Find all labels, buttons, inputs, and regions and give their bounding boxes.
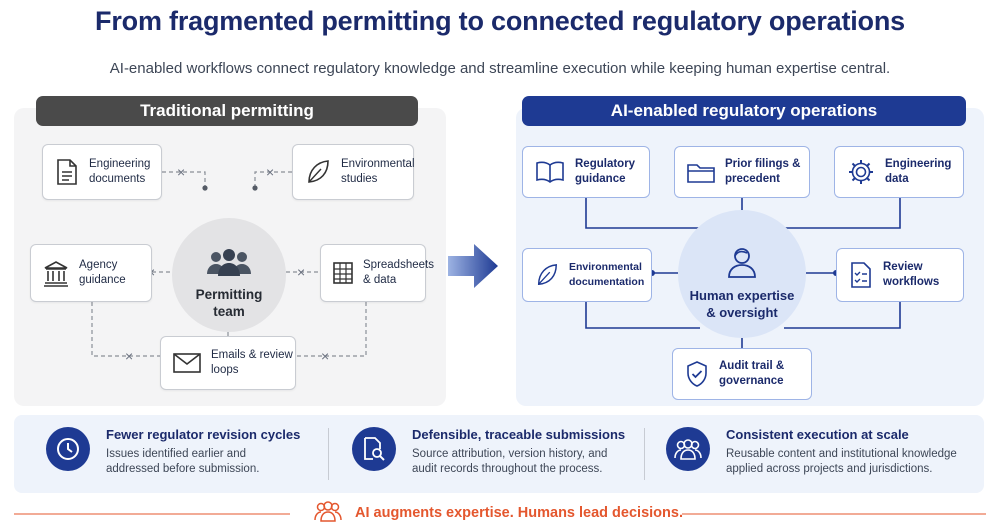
document-icon xyxy=(55,158,79,186)
review-workflows-card: Review workflows xyxy=(836,248,964,302)
people-icon xyxy=(312,500,344,529)
benefit-title: Defensible, traceable submissions xyxy=(412,427,626,442)
benefit-body: Issues identified earlier and addressed … xyxy=(106,448,260,475)
benefit-body: Source attribution, version history, and… xyxy=(412,448,608,475)
benefit-item: Defensible, traceable submissions Source… xyxy=(352,427,642,477)
spreadsheets-card: Spreadsheets & data xyxy=(320,244,434,302)
regulatory-guidance-card: Regulatory guidance xyxy=(522,146,650,198)
broken-link-marker: × xyxy=(321,348,330,364)
permitting-team-hub: Permitting team xyxy=(172,218,286,332)
hub-label: Human expertise & oversight xyxy=(689,287,795,320)
prior-filings-card: Prior filings & precedent xyxy=(674,146,810,198)
benefits-bar xyxy=(14,415,984,493)
leaf-icon xyxy=(535,262,559,288)
agency-guidance-card: Agency guidance xyxy=(30,244,152,302)
human-expertise-hub: Human expertise & oversight xyxy=(678,210,806,338)
environmental-documentation-card: Environmental documentation xyxy=(522,248,652,302)
person-icon xyxy=(725,228,759,283)
audit-trail-card: Audit trail & governance xyxy=(672,348,812,400)
card-label: Prior filings & precedent xyxy=(725,158,801,185)
email-icon xyxy=(173,353,201,373)
engineering-data-card: Engineering data xyxy=(834,146,964,198)
card-label: Review workflows xyxy=(883,261,940,288)
broken-link-marker: × xyxy=(266,164,275,180)
leaf-icon xyxy=(305,158,331,186)
ai-header: AI-enabled regulatory operations xyxy=(522,96,966,126)
folder-icon xyxy=(687,161,715,183)
benefit-title: Fewer regulator revision cycles xyxy=(106,427,301,442)
transition-arrow-icon xyxy=(448,244,498,288)
card-label: Environmental studies xyxy=(341,158,415,185)
environmental-studies-card: Environmental studies xyxy=(292,144,415,200)
engineering-documents-card: Engineering documents xyxy=(42,144,162,200)
spreadsheet-icon xyxy=(333,262,353,284)
benefit-item: Consistent execution at scale Reusable c… xyxy=(666,427,976,477)
divider xyxy=(644,428,645,480)
card-label: Regulatory guidance xyxy=(575,158,636,185)
card-label: Engineering documents xyxy=(89,158,151,185)
tagline: AI augments expertise. Humans lead decis… xyxy=(355,505,683,521)
checklist-icon xyxy=(849,261,873,289)
team-icon xyxy=(204,231,254,282)
card-label: Agency guidance xyxy=(79,259,126,286)
hub-label: Permitting team xyxy=(195,286,263,319)
card-label: Environmental documentation xyxy=(569,261,645,288)
broken-link-marker: × xyxy=(177,164,186,180)
card-label: Audit trail & governance xyxy=(719,360,785,387)
benefit-body: Reusable content and institutional knowl… xyxy=(726,448,957,475)
page-title: From fragmented permitting to connected … xyxy=(95,6,905,36)
page-subtitle: AI-enabled workflows connect regulatory … xyxy=(109,60,891,77)
traditional-header: Traditional permitting xyxy=(36,96,418,126)
gear-icon xyxy=(847,158,875,186)
broken-link-marker: × xyxy=(297,264,306,280)
broken-link-marker: × xyxy=(125,348,134,364)
divider xyxy=(328,428,329,480)
card-label: Spreadsheets & data xyxy=(363,259,434,286)
clock-icon xyxy=(46,427,90,471)
book-icon xyxy=(535,160,565,184)
government-building-icon xyxy=(43,259,69,287)
team-icon xyxy=(666,427,710,471)
card-label: Emails & review loops xyxy=(211,349,293,376)
benefit-title: Consistent execution at scale xyxy=(726,427,909,442)
shield-check-icon xyxy=(685,360,709,388)
document-search-icon xyxy=(352,427,396,471)
card-label: Engineering data xyxy=(885,158,952,185)
benefit-item: Fewer regulator revision cycles Issues i… xyxy=(46,427,316,477)
emails-review-card: Emails & review loops xyxy=(160,336,296,390)
